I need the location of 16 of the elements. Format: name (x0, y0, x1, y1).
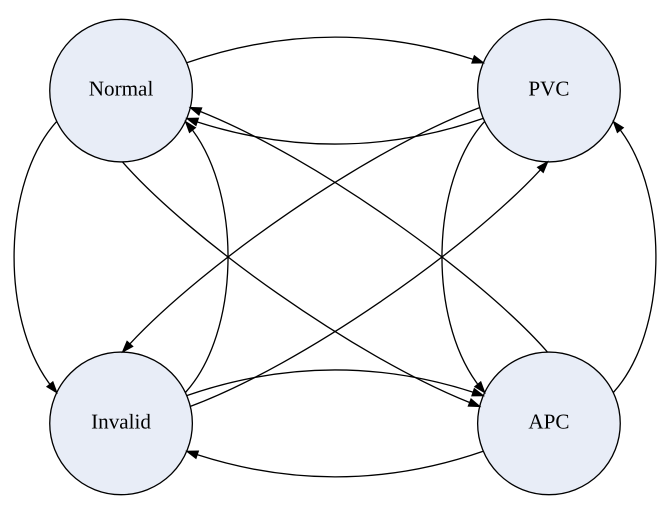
arrow (121, 107, 480, 354)
arrow (190, 160, 549, 407)
arrow (185, 450, 484, 478)
node-circle: Normal (49, 18, 194, 163)
arrow (441, 121, 486, 394)
arrow (14, 121, 58, 394)
arrow (184, 120, 229, 393)
arrow (122, 161, 482, 408)
node-circle: Invalid (49, 351, 194, 496)
node-circle: APC (476, 351, 621, 496)
arrow (186, 36, 486, 64)
arrow (188, 106, 548, 352)
arrow (186, 369, 486, 396)
arrow (612, 120, 656, 393)
arrow (185, 118, 484, 145)
node-circle: PVC (476, 18, 621, 163)
